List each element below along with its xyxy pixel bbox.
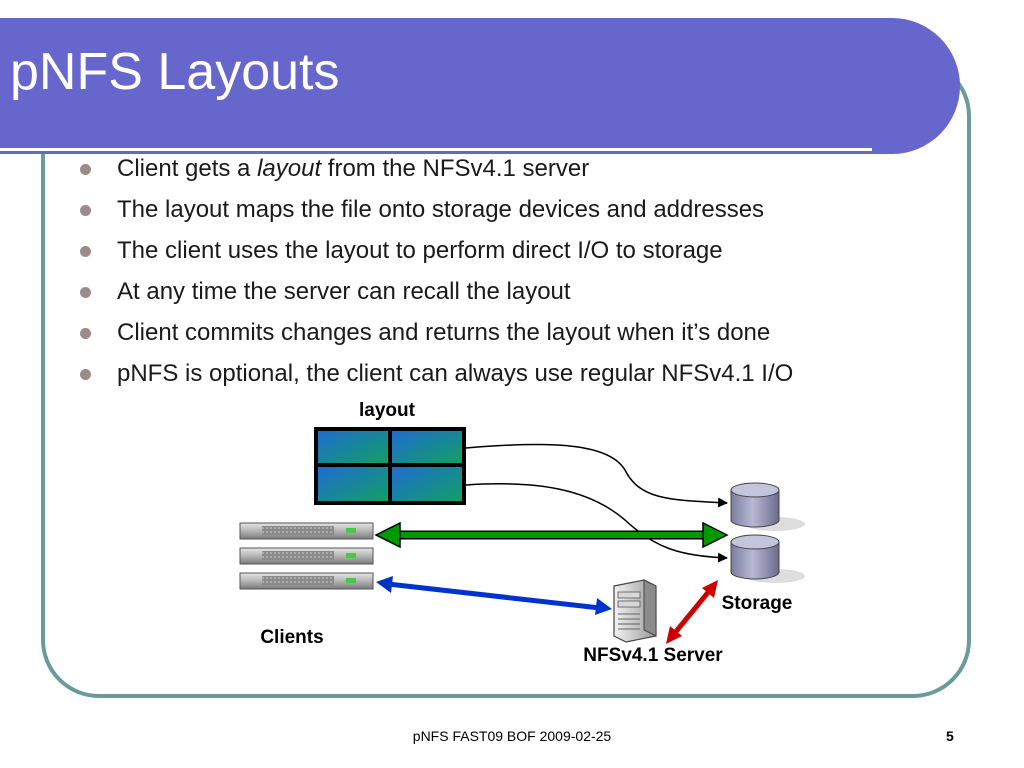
footer-text: pNFS FAST09 BOF 2009-02-25 <box>412 728 612 744</box>
storage-disk-icon <box>730 482 805 531</box>
bullet-list: Client gets a layout from the NFSv4.1 se… <box>80 152 793 398</box>
bullet-dot-icon <box>80 164 91 175</box>
bullet-text: from the NFSv4.1 server <box>321 155 590 182</box>
tower-server-icon <box>613 579 657 643</box>
slide-title: pNFS Layouts <box>10 43 340 101</box>
storage-disk-icon <box>730 534 805 583</box>
bullet-dot-icon <box>80 328 91 339</box>
bullet-dot-icon <box>80 369 91 380</box>
clients-label: Clients <box>260 627 323 648</box>
bullet-item: pNFS is optional, the client can always … <box>80 357 793 398</box>
page-number: 5 <box>946 728 954 744</box>
bullet-text: The client uses the layout to perform di… <box>117 237 723 264</box>
bullet-text: Client gets a <box>117 155 258 182</box>
storage-label: Storage <box>722 593 793 614</box>
layout-mapping-line <box>465 443 728 508</box>
bullet-dot-icon <box>80 205 91 216</box>
bullet-item: At any time the server can recall the la… <box>80 275 793 316</box>
title-underline <box>0 148 872 151</box>
bullet-text: The layout maps the file onto storage de… <box>117 196 765 223</box>
slide-frame <box>41 58 971 698</box>
bullet-text: At any time the server can recall the la… <box>117 278 571 305</box>
rack-server-icon <box>239 522 374 540</box>
data-path-arrow <box>374 521 729 549</box>
rack-server-icon <box>239 547 374 565</box>
server-label: NFSv4.1 Server <box>583 645 723 666</box>
metadata-path-arrow <box>376 576 612 615</box>
layout-label: layout <box>359 400 416 421</box>
bullet-dot-icon <box>80 246 91 257</box>
bullet-item: The client uses the layout to perform di… <box>80 234 793 275</box>
bullet-item: Client commits changes and returns the l… <box>80 316 793 357</box>
bullet-item: Client gets a layout from the NFSv4.1 se… <box>80 152 793 193</box>
bullet-text: pNFS is optional, the client can always … <box>117 360 794 387</box>
layout-grid-icon <box>314 427 466 505</box>
control-path-arrow <box>666 580 718 644</box>
bullet-emphasis: layout <box>257 155 322 182</box>
bullet-item: The layout maps the file onto storage de… <box>80 193 793 234</box>
title-bar <box>0 18 960 154</box>
rack-server-icon <box>239 572 374 590</box>
layout-mapping-line <box>465 483 728 563</box>
bullet-dot-icon <box>80 287 91 298</box>
bullet-text: Client commits changes and returns the l… <box>117 319 771 346</box>
